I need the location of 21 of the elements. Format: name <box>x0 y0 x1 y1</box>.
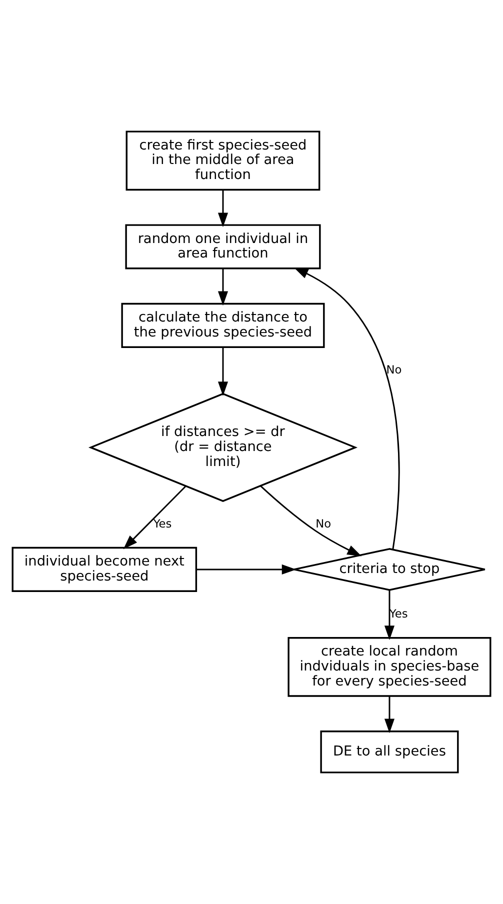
edge-label: Yes <box>389 606 408 620</box>
arrow <box>123 486 186 550</box>
edge-label: Yes <box>153 516 172 530</box>
arrow <box>384 590 395 640</box>
arrow <box>218 347 228 396</box>
edge-label: No <box>316 516 332 530</box>
arrow <box>260 486 362 556</box>
node-box: create first species-seed in the middle of area function <box>126 130 320 191</box>
edge-label: No <box>386 362 402 376</box>
node-box: random one individual in area function <box>125 224 321 270</box>
arrow <box>218 190 228 228</box>
node-diamond: criteria to stop <box>293 548 486 591</box>
node-box: create local random indviduals in species-base for every species-seed <box>288 637 492 697</box>
node-diamond: if distances >= dr (dr = distance limit) <box>88 392 358 502</box>
arrow <box>218 268 228 306</box>
arrow <box>196 564 296 574</box>
arrow <box>384 696 395 734</box>
node-box: DE to all species <box>320 730 459 774</box>
arrow <box>294 268 400 550</box>
node-box: calculate the distance to the previous species-seed <box>121 302 325 348</box>
node-box: individual become next species-seed <box>12 546 198 592</box>
